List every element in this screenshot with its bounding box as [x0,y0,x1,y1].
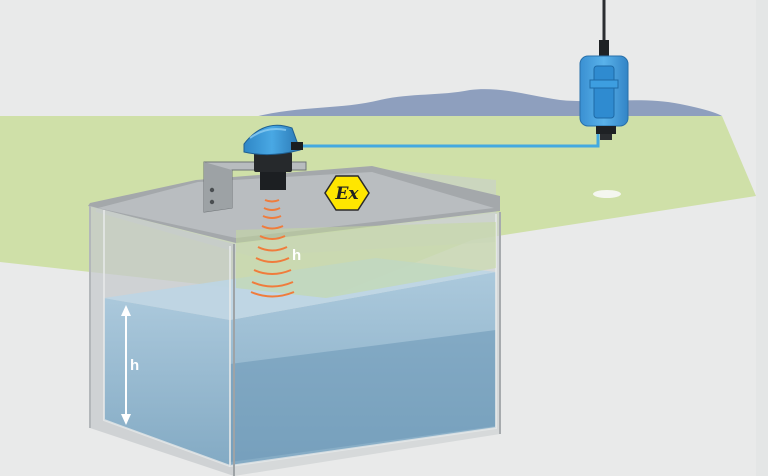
sensor-distance-label: h [292,247,301,264]
right-border [756,0,768,476]
ultrasonic-sensor-icon [243,124,303,190]
level-height-arrow [121,305,131,425]
ex-mark-label: Ex [334,184,359,204]
ground-hole [593,190,621,198]
wireless-transmitter-icon [579,0,629,140]
explosion-protection-icon: Ex [324,175,370,211]
ultrasonic-waves [250,199,295,298]
tank [88,166,501,476]
level-height-label: h [130,357,139,374]
mounting-bracket [203,161,307,213]
signal-cable [303,134,600,148]
